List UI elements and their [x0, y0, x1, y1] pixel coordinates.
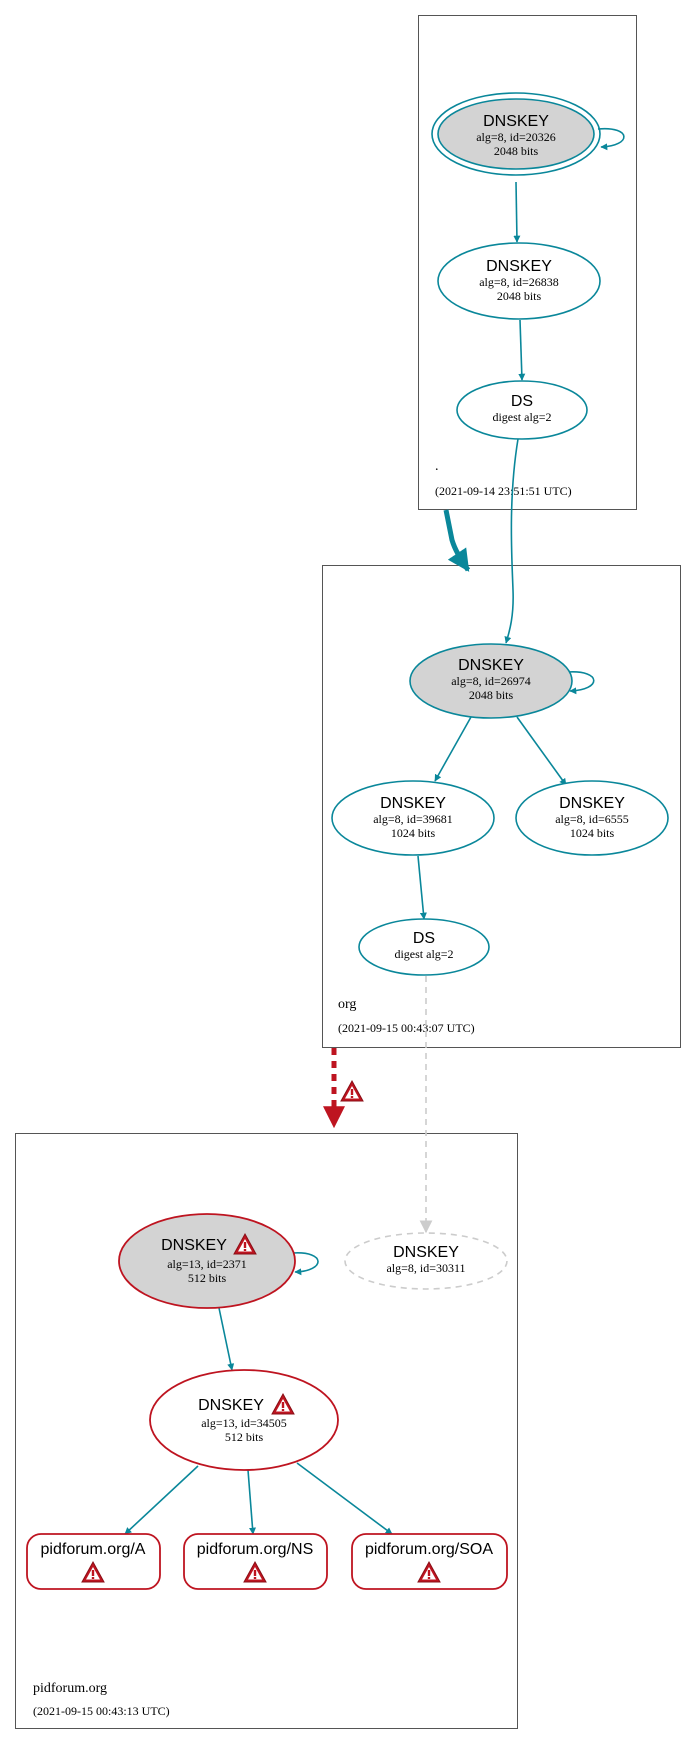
- node-org-zsk2-line2: 1024 bits: [570, 826, 615, 840]
- edges: [124, 127, 625, 1535]
- node-root-ksk-line2: 2048 bits: [494, 144, 539, 158]
- node-pidforum-a-title: pidforum.org/A: [41, 1541, 146, 1558]
- node-org-ds-line1: digest alg=2: [394, 947, 453, 961]
- node-pidforum-missing-title: DNSKEY: [393, 1244, 459, 1261]
- edge-root-to-org-delegation: [443, 509, 471, 572]
- edge-root-ksk-self: [597, 127, 625, 151]
- node-root-zsk-line2: 2048 bits: [497, 289, 542, 303]
- node-pidforum-zsk-line1: alg=13, id=34505: [201, 1416, 287, 1430]
- node-pidforum-rrset-soa[interactable]: pidforum.org/SOA: [351, 1533, 508, 1590]
- node-root-ds-title: DS: [511, 393, 533, 410]
- node-pidforum-dnskey-ksk[interactable]: DNSKEY alg=13, id=2371 512 bits: [118, 1213, 296, 1309]
- delegation-warning-icon: [340, 1080, 364, 1102]
- edge-pidforum-zsk-to-ns: [247, 1469, 256, 1535]
- zone-org-box: [322, 565, 681, 1048]
- edge-pidforum-zsk-to-soa: [296, 1462, 393, 1535]
- zone-root-timestamp: (2021-09-14 23:51:51 UTC): [435, 484, 572, 498]
- node-pidforum-rrset-a[interactable]: pidforum.org/A: [26, 1533, 161, 1590]
- node-org-zsk1-title: DNSKEY: [380, 795, 446, 812]
- node-root-dnskey-zsk[interactable]: DNSKEY alg=8, id=26838 2048 bits: [437, 242, 601, 320]
- node-org-ksk-line1: alg=8, id=26974: [451, 674, 531, 688]
- edge-pidforum-ksk-self: [292, 1252, 319, 1276]
- node-org-ksk-line2: 2048 bits: [469, 688, 514, 702]
- node-pidforum-missing-line1: alg=8, id=30311: [386, 1261, 465, 1275]
- node-root-zsk-title: DNSKEY: [486, 258, 552, 275]
- node-org-zsk1-line2: 1024 bits: [391, 826, 436, 840]
- edge-root-ds-to-org-ksk: [504, 438, 519, 644]
- node-pidforum-ksk-line2: 512 bits: [188, 1271, 227, 1285]
- zone-org-timestamp: (2021-09-15 00:43:07 UTC): [338, 1021, 475, 1035]
- edge-org-ksk-to-zsk2: [516, 716, 567, 786]
- node-org-zsk1-line1: alg=8, id=39681: [373, 812, 453, 826]
- node-org-zsk2-title: DNSKEY: [559, 795, 625, 812]
- edge-root-zsk-to-ds: [518, 319, 526, 381]
- node-pidforum-ksk-title: DNSKEY: [161, 1237, 227, 1254]
- node-root-ksk-line1: alg=8, id=20326: [476, 130, 556, 144]
- edge-pidforum-ksk-to-zsk: [218, 1307, 235, 1371]
- edge-pidforum-zsk-to-a: [124, 1465, 199, 1535]
- node-pidforum-soa-title: pidforum.org/SOA: [365, 1541, 493, 1558]
- node-root-dnskey-ksk[interactable]: DNSKEY alg=8, id=20326 2048 bits: [431, 92, 601, 176]
- node-root-ds-line1: digest alg=2: [492, 410, 551, 424]
- zone-pidforum-name: pidforum.org: [33, 1681, 107, 1696]
- node-pidforum-dnskey-zsk[interactable]: DNSKEY alg=13, id=34505 512 bits: [149, 1369, 339, 1471]
- node-org-dnskey-zsk-39681[interactable]: DNSKEY alg=8, id=39681 1024 bits: [331, 780, 495, 856]
- node-org-ksk-title: DNSKEY: [458, 657, 524, 674]
- node-root-ds[interactable]: DS digest alg=2: [456, 380, 588, 440]
- node-pidforum-zsk-line2: 512 bits: [225, 1430, 264, 1444]
- zone-root-name: .: [435, 459, 439, 474]
- edge-org-zsk1-to-ds: [417, 855, 427, 920]
- node-root-zsk-line1: alg=8, id=26838: [479, 275, 559, 289]
- node-root-ksk-title: DNSKEY: [483, 113, 549, 130]
- node-pidforum-ns-title: pidforum.org/NS: [197, 1541, 314, 1558]
- node-pidforum-zsk-title: DNSKEY: [198, 1397, 264, 1414]
- node-org-dnskey-ksk[interactable]: DNSKEY alg=8, id=26974 2048 bits: [409, 643, 573, 719]
- zone-pidforum: pidforum.org (2021-09-15 00:43:13 UTC): [15, 1133, 518, 1729]
- zone-root-box: [418, 15, 637, 510]
- edge-org-ksk-self: [567, 671, 595, 695]
- zone-org: org (2021-09-15 00:43:07 UTC): [322, 565, 681, 1048]
- node-pidforum-rrset-ns[interactable]: pidforum.org/NS: [183, 1533, 328, 1590]
- node-pidforum-ksk-line1: alg=13, id=2371: [167, 1257, 247, 1271]
- node-org-zsk2-line1: alg=8, id=6555: [555, 812, 629, 826]
- zone-root: . (2021-09-14 23:51:51 UTC): [418, 15, 637, 510]
- node-pidforum-dnskey-missing[interactable]: DNSKEY alg=8, id=30311: [344, 1232, 508, 1290]
- node-org-ds-title: DS: [413, 930, 435, 947]
- edge-root-ksk-to-zsk: [513, 181, 521, 243]
- edge-org-ksk-to-zsk1: [434, 716, 472, 782]
- node-org-dnskey-zsk-6555[interactable]: DNSKEY alg=8, id=6555 1024 bits: [515, 780, 669, 856]
- zone-org-name: org: [338, 997, 356, 1012]
- zone-pidforum-timestamp: (2021-09-15 00:43:13 UTC): [33, 1704, 170, 1718]
- zone-pidforum-box: [15, 1133, 518, 1729]
- node-org-ds[interactable]: DS digest alg=2: [358, 918, 490, 976]
